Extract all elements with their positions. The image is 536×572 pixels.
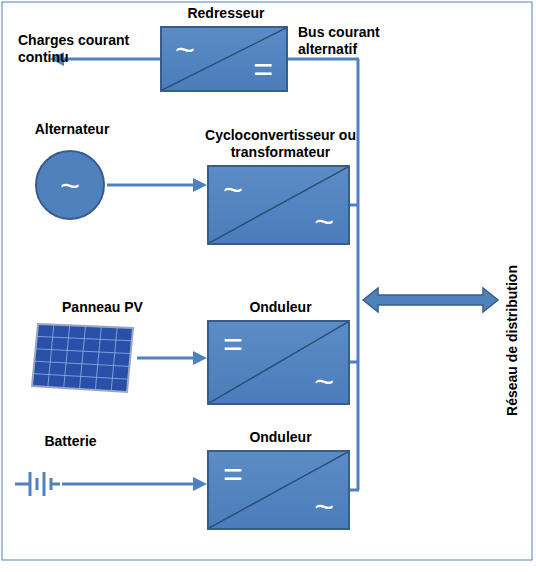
converter-box: Redresseur~= — [160, 26, 288, 92]
battery-symbol: Batterie — [15, 466, 60, 502]
grid-double-arrow — [363, 288, 498, 312]
pv-cell-line — [36, 349, 131, 354]
pv-cell-line — [80, 326, 86, 389]
connector-line — [107, 184, 195, 187]
pv-cell-line — [111, 327, 117, 391]
node-heading: Onduleur — [221, 429, 341, 446]
converter-box: Onduleur=~ — [207, 450, 350, 530]
battery-plate — [43, 472, 46, 496]
current-symbol: ~ — [314, 204, 334, 238]
battery-plate — [29, 472, 32, 496]
bus-wire — [288, 58, 359, 61]
battery-plate — [36, 478, 39, 490]
dc-load-arrow — [62, 58, 160, 61]
pv-panel: Panneau PV — [30, 322, 135, 394]
pv-cell-line — [34, 361, 129, 366]
diagonal-line — [209, 322, 348, 403]
current-symbol: = — [223, 457, 243, 491]
arrow-head — [193, 178, 207, 192]
pv-frame — [32, 324, 133, 392]
bus-wire — [350, 489, 359, 492]
current-symbol: ~ — [175, 32, 195, 66]
connector — [62, 477, 207, 491]
current-symbol: ~ — [223, 172, 243, 206]
converter-box: Onduleur=~ — [207, 320, 350, 405]
connector — [137, 351, 207, 365]
pv-cell-line — [48, 325, 54, 387]
bus-wire — [350, 204, 359, 207]
pv-cell-line — [33, 374, 128, 380]
converter-box: Cycloconvertisseur ou transformateur~~ — [207, 165, 350, 245]
arrow-head — [193, 477, 207, 491]
current-symbol: = — [223, 327, 243, 361]
diagonal-line — [209, 167, 348, 243]
connector-line — [62, 483, 195, 486]
grid-label: Réseau de distribution — [503, 265, 520, 416]
node-heading: Alternateur — [12, 121, 132, 138]
battery-wire — [15, 483, 29, 486]
connector — [107, 178, 207, 192]
node-heading: Panneau PV — [43, 299, 163, 316]
frame — [2, 2, 532, 560]
battery-wire — [51, 483, 60, 486]
current-symbol: ~ — [314, 489, 334, 523]
diagonal-line — [209, 452, 348, 528]
current-symbol: = — [253, 52, 273, 86]
diagonal-line — [162, 28, 286, 90]
node-heading: Cycloconvertisseur ou transformateur — [196, 127, 366, 161]
dc-loads-label: Charges courant continu — [18, 32, 168, 66]
pv-cell-line — [64, 325, 70, 388]
node-heading: Redresseur — [146, 5, 306, 22]
bus-wire — [350, 361, 359, 364]
arrow-head — [193, 351, 207, 365]
pv-cell-line — [95, 327, 101, 390]
connector-line — [137, 357, 195, 360]
pv-cell-line — [37, 336, 132, 340]
node-heading: Onduleur — [221, 299, 341, 316]
battery-illustration — [15, 466, 60, 502]
current-symbol: ~ — [60, 168, 80, 202]
bus-label: Bus courant alternatif — [298, 24, 394, 58]
pv-illustration — [30, 322, 135, 394]
node-heading: Batterie — [21, 433, 121, 450]
ac-bus — [357, 59, 360, 490]
alternator-circle: Alternateur~ — [35, 150, 105, 220]
current-symbol: ~ — [314, 364, 334, 398]
